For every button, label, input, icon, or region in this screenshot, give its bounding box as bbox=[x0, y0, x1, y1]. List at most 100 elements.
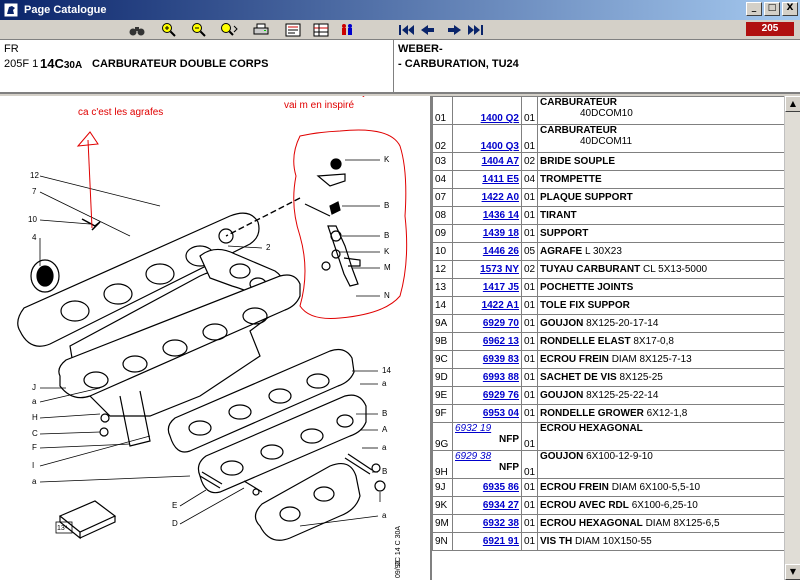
binoculars-icon[interactable] bbox=[128, 22, 146, 38]
part-reference-link[interactable]: 1422 A0 bbox=[481, 192, 519, 203]
row-index: 07 bbox=[432, 188, 453, 207]
part-name: ECROU HEXAGONAL bbox=[540, 518, 643, 529]
nav-last-icon[interactable] bbox=[466, 22, 484, 38]
part-reference-link[interactable]: 6953 04 bbox=[482, 408, 519, 419]
part-reference-link[interactable]: 6993 88 bbox=[482, 372, 519, 383]
callout-14: 14 bbox=[382, 366, 391, 375]
part-reference-cell: 1436 14 bbox=[452, 206, 522, 225]
scroll-up-icon[interactable]: ▲ bbox=[785, 96, 800, 112]
zoom-out-icon[interactable] bbox=[190, 22, 208, 38]
part-reference-link[interactable]: 1446 26 bbox=[482, 246, 519, 257]
part-reference-link[interactable]: 6929 76 bbox=[482, 390, 519, 401]
maximize-button[interactable]: □ bbox=[764, 2, 780, 16]
part-name: RONDELLE GROWER bbox=[540, 408, 644, 419]
part-name: ECROU FREIN bbox=[540, 354, 609, 365]
callout-M: M bbox=[384, 263, 391, 272]
description-cell: ECROU HEXAGONAL bbox=[537, 422, 784, 451]
nav-first-icon[interactable] bbox=[398, 22, 416, 38]
part-reference-link[interactable]: 6921 91 bbox=[482, 536, 519, 547]
part-reference-cell: 6934 27 bbox=[452, 496, 522, 515]
row-index: 14 bbox=[432, 296, 453, 315]
part-reference-link[interactable]: 6962 13 bbox=[482, 336, 519, 347]
part-name: TOLE FIX SUPPOR bbox=[540, 300, 630, 311]
part-detail: CL 5X13-5000 bbox=[642, 264, 708, 275]
part-reference-link[interactable]: 6932 38 bbox=[482, 518, 519, 529]
part-name: ECROU AVEC RDL bbox=[540, 500, 629, 511]
part-variant: 40DCOM11 bbox=[580, 136, 633, 147]
part-reference-link[interactable]: 6929 70 bbox=[482, 318, 519, 329]
part-reference-link[interactable]: 6929 38 bbox=[455, 451, 492, 463]
callout-E: E bbox=[172, 501, 177, 510]
part-reference-link[interactable]: 1573 NY bbox=[480, 264, 519, 275]
part-reference-cell: 1446 26 bbox=[452, 242, 522, 261]
part-reference-cell: 6962 13 bbox=[452, 332, 522, 351]
print-icon[interactable] bbox=[252, 22, 270, 38]
part-reference-cell: 1422 A0 bbox=[452, 188, 522, 207]
part-detail: 6X100-12-9-10 bbox=[586, 451, 653, 463]
callout-10: 10 bbox=[28, 215, 37, 224]
exploded-diagram[interactable]: 2C 14 C 30A 09/92 13⁴ 12 7 10 4 J a H C … bbox=[0, 96, 430, 580]
part-reference-link[interactable]: 1400 Q2 bbox=[480, 113, 519, 124]
part-reference-link[interactable]: 1439 18 bbox=[482, 228, 519, 239]
nav-prev-icon[interactable] bbox=[418, 22, 436, 38]
note-agrafes: ca c'est les agrafes bbox=[78, 107, 164, 118]
callout-K-2: K bbox=[384, 247, 390, 256]
part-reference-link[interactable]: 1436 14 bbox=[482, 210, 519, 221]
vertical-scrollbar[interactable]: ▲ ▼ bbox=[784, 96, 800, 580]
row-index: 9A bbox=[432, 314, 453, 333]
diagram-stamp: 13⁴ bbox=[57, 525, 68, 532]
nav-next-icon[interactable] bbox=[446, 22, 464, 38]
minimize-button[interactable]: _ bbox=[746, 2, 762, 16]
part-reference-link[interactable]: 1404 A7 bbox=[481, 156, 519, 167]
row-index: 01 bbox=[432, 96, 453, 125]
scroll-down-icon[interactable]: ▼ bbox=[785, 564, 800, 580]
description-cell: ECROU AVEC RDL 6X100-6,25-10 bbox=[537, 496, 784, 515]
people-icon[interactable] bbox=[338, 22, 356, 38]
part-reference-link[interactable]: 1411 E5 bbox=[482, 174, 519, 185]
zoom-in-icon[interactable] bbox=[160, 22, 178, 38]
quantity-cell: 02 bbox=[521, 152, 538, 171]
callout-D: D bbox=[172, 519, 178, 528]
close-button[interactable]: X bbox=[782, 2, 798, 16]
document-icon[interactable] bbox=[284, 22, 302, 38]
part-reference-link[interactable]: 1422 A1 bbox=[481, 300, 519, 311]
row-index: 9C bbox=[432, 350, 453, 369]
part-reference-link[interactable]: 6935 86 bbox=[482, 482, 519, 493]
part-name: VIS TH bbox=[540, 536, 573, 547]
part-detail: 8X125-25 bbox=[619, 372, 663, 383]
part-reference-link[interactable]: 6939 83 bbox=[482, 354, 519, 365]
part-detail: L 30X23 bbox=[585, 246, 622, 257]
part-reference-link[interactable]: 6932 19 bbox=[455, 423, 492, 435]
part-reference-link[interactable]: 1400 Q3 bbox=[480, 141, 519, 152]
zoom-fit-icon[interactable] bbox=[220, 22, 238, 38]
grid-icon[interactable] bbox=[312, 22, 330, 38]
part-reference-link[interactable]: 1417 J5 bbox=[482, 282, 519, 293]
part-name: SACHET DE VIS bbox=[540, 372, 617, 383]
part-reference-link[interactable]: 6934 27 bbox=[482, 500, 519, 511]
